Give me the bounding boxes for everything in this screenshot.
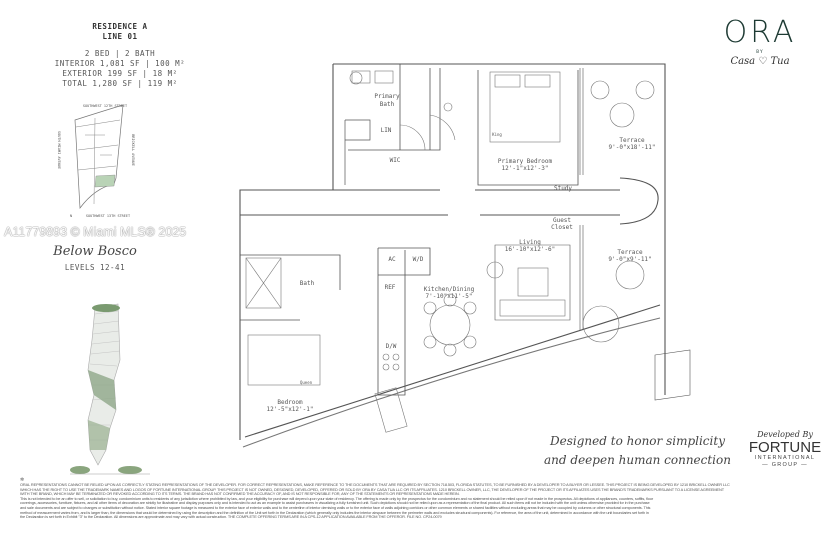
label-wd: W/D (413, 256, 424, 263)
disclaimer-line: coverings, accessories, furniture, fixtu… (20, 500, 650, 506)
label-terrace-1-size: 9'-0"x18'-11" (609, 144, 656, 151)
unit-highlight (94, 174, 116, 188)
disclaimer-line: and sale documents and are subject to ch… (20, 504, 651, 510)
mls-watermark: A11779893 © Miami MLS® 2025 (4, 225, 187, 239)
label-bedroom-size: 12'-5"x12'-1" (267, 406, 314, 413)
levels: LEVELS 12-41 (64, 263, 126, 272)
disclaimer-line: WHICH HAS THE RIGHT TO USE THE TRADEMARK… (20, 486, 724, 492)
international-wordmark: INTERNATIONAL (754, 455, 816, 461)
terrace-table-2 (615, 260, 645, 290)
tagline: Designed to honor simplicity and deepen … (535, 432, 740, 470)
residence-name: RESIDENCE A (92, 22, 148, 31)
label-living-size: 16'-10"x12'-6" (505, 246, 556, 253)
exterior-area: EXTERIOR 199 SF | 18 M² (62, 69, 178, 78)
collection-name: Below Bosco (53, 244, 137, 259)
sofa (499, 299, 566, 317)
tower-illustration (70, 303, 150, 475)
building-outline (74, 104, 124, 209)
disclaimer-line: ORAL REPRESENTATIONS CANNOT BE RELIED UP… (20, 482, 730, 487)
label-ac: AC (388, 256, 396, 263)
label-primary-bedroom-size: 12'-1"x12'-3" (502, 165, 549, 172)
ora-by: BY (756, 50, 764, 55)
label-guest-closet-2: Closet (551, 224, 573, 231)
king-bed (489, 71, 561, 143)
label-ref: REF (385, 284, 396, 291)
label-guest-closet-1: Guest (553, 217, 571, 224)
label-primary-bath-2: Bath (380, 101, 395, 108)
label-terrace-2-size: 9'-0"x9'-11" (608, 256, 651, 263)
furniture (245, 70, 655, 433)
label-bedroom: Bedroom (277, 399, 303, 406)
label-king: King (492, 132, 502, 137)
label-kitchen-dining-size: 7'-10"x11'-5" (426, 293, 473, 300)
label-study: Study (554, 185, 572, 192)
floor-plan: Primary Bath LIN WIC King Primary Bedroo… (239, 63, 691, 448)
beds-baths: 2 BED | 2 BATH (84, 49, 156, 58)
disclaimer-line: method of measurement varies from, and i… (20, 509, 649, 515)
street-top-label: SOUTHWEST 12TH STREET (83, 104, 128, 108)
tagline-line-1: Designed to honor simplicity (550, 434, 725, 448)
coffee-table (517, 267, 549, 297)
legal-disclaimer: ✲ ORAL REPRESENTATIONS CANNOT BE RELIED … (20, 478, 825, 520)
developer-logo: Developed By FORTUNE INTERNATIONAL — GRO… (745, 430, 825, 469)
total-area: TOTAL 1,280 SF | 119 M² (62, 79, 178, 88)
queen-bed (247, 334, 321, 386)
developed-by: Developed By (757, 430, 813, 439)
unit-specs: RESIDENCE A LINE 01 2 BED | 2 BATH INTER… (30, 22, 210, 89)
label-primary-bedroom: Primary Bedroom (498, 158, 553, 165)
label-living: Living (519, 239, 541, 246)
label-kitchen-dining: Kitchen/Dining (424, 286, 475, 293)
armchair (486, 261, 504, 279)
label-bath: Bath (300, 280, 315, 287)
label-primary-bath-1: Primary (374, 93, 400, 100)
key-plan: SOUTHWEST 12TH STREET SOUTH MIAMI AVENUE… (57, 104, 135, 218)
label-terrace-1: Terrace (619, 137, 645, 144)
tagline-line-2: and deepen human connection (544, 453, 731, 467)
disclaimer-line: This is not intended to be an offer to s… (20, 495, 654, 501)
ora-logo: ORA BY Casa ♡ Tua (700, 15, 820, 68)
interior-area: INTERIOR 1,081 SF | 100 M² (54, 59, 186, 68)
ora-wordmark: ORA (723, 15, 797, 50)
column (582, 305, 620, 343)
street-bottom-label: SOUTHWEST 13TH STREET (86, 214, 131, 218)
avenue-left-label: SOUTH MIAMI AVENUE (57, 131, 61, 169)
label-wic: WIC (390, 157, 401, 164)
avenue-right-label: BRICKELL AVENUE (131, 134, 135, 166)
north-arrow: N (70, 214, 72, 218)
terrace-table-1 (609, 102, 635, 128)
label-queen: Queen (300, 380, 313, 385)
line-number: LINE 01 (102, 32, 138, 41)
fortune-wordmark: FORTUNE (748, 439, 822, 456)
walls (239, 63, 691, 448)
disclaimer-line: WITH THE BRAND, WHICH MAY BE TERMINATED … (20, 491, 460, 497)
label-lin: LIN (381, 127, 392, 134)
disclaimer-mark-icon: ✲ (20, 477, 25, 483)
group-wordmark: — GROUP — (762, 462, 808, 468)
disclaimer-line: the Declaration is set forth in Exhibit … (20, 514, 442, 520)
label-terrace-2: Terrace (617, 249, 643, 256)
dining-table (429, 304, 471, 346)
casa-tua-wordmark: Casa ♡ Tua (730, 56, 790, 67)
label-dw: D/W (386, 343, 397, 350)
